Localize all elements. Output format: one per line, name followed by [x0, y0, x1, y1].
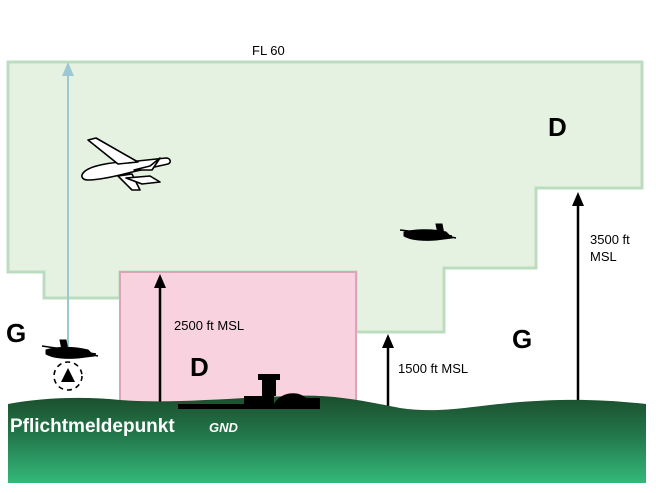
label-ground: GND: [209, 420, 239, 435]
label-class-g-left: G: [6, 318, 26, 348]
control-tower-icon: [178, 374, 320, 409]
reporting-point-icon: [53, 361, 83, 391]
label-alt-1500: 1500 ft MSL: [398, 361, 468, 376]
altitude-arrow-2500-head: [154, 274, 166, 288]
climb-arrow-light-head: [62, 62, 74, 76]
label-class-d-upper: D: [548, 112, 567, 142]
label-reporting-point: Pflichtmeldepunkt: [10, 416, 175, 437]
airliner-icon: [81, 137, 171, 191]
label-alt-2500: 2500 ft MSL: [174, 318, 244, 333]
small-plane-icon-left: [41, 339, 99, 359]
altitude-arrow-1500-head: [382, 334, 394, 348]
control-zone-ctr: [119, 271, 357, 411]
label-class-d-ctr: D: [190, 352, 209, 382]
label-class-g-right: G: [512, 324, 532, 354]
ground-terrain: [8, 395, 646, 483]
label-alt-3500-line2: MSL: [590, 249, 617, 264]
small-plane-icon: [399, 223, 457, 241]
altitude-arrow-3500-head: [572, 192, 584, 206]
label-alt-3500-line1: 3500 ft: [590, 232, 630, 247]
label-fl60: FL 60: [252, 43, 285, 58]
